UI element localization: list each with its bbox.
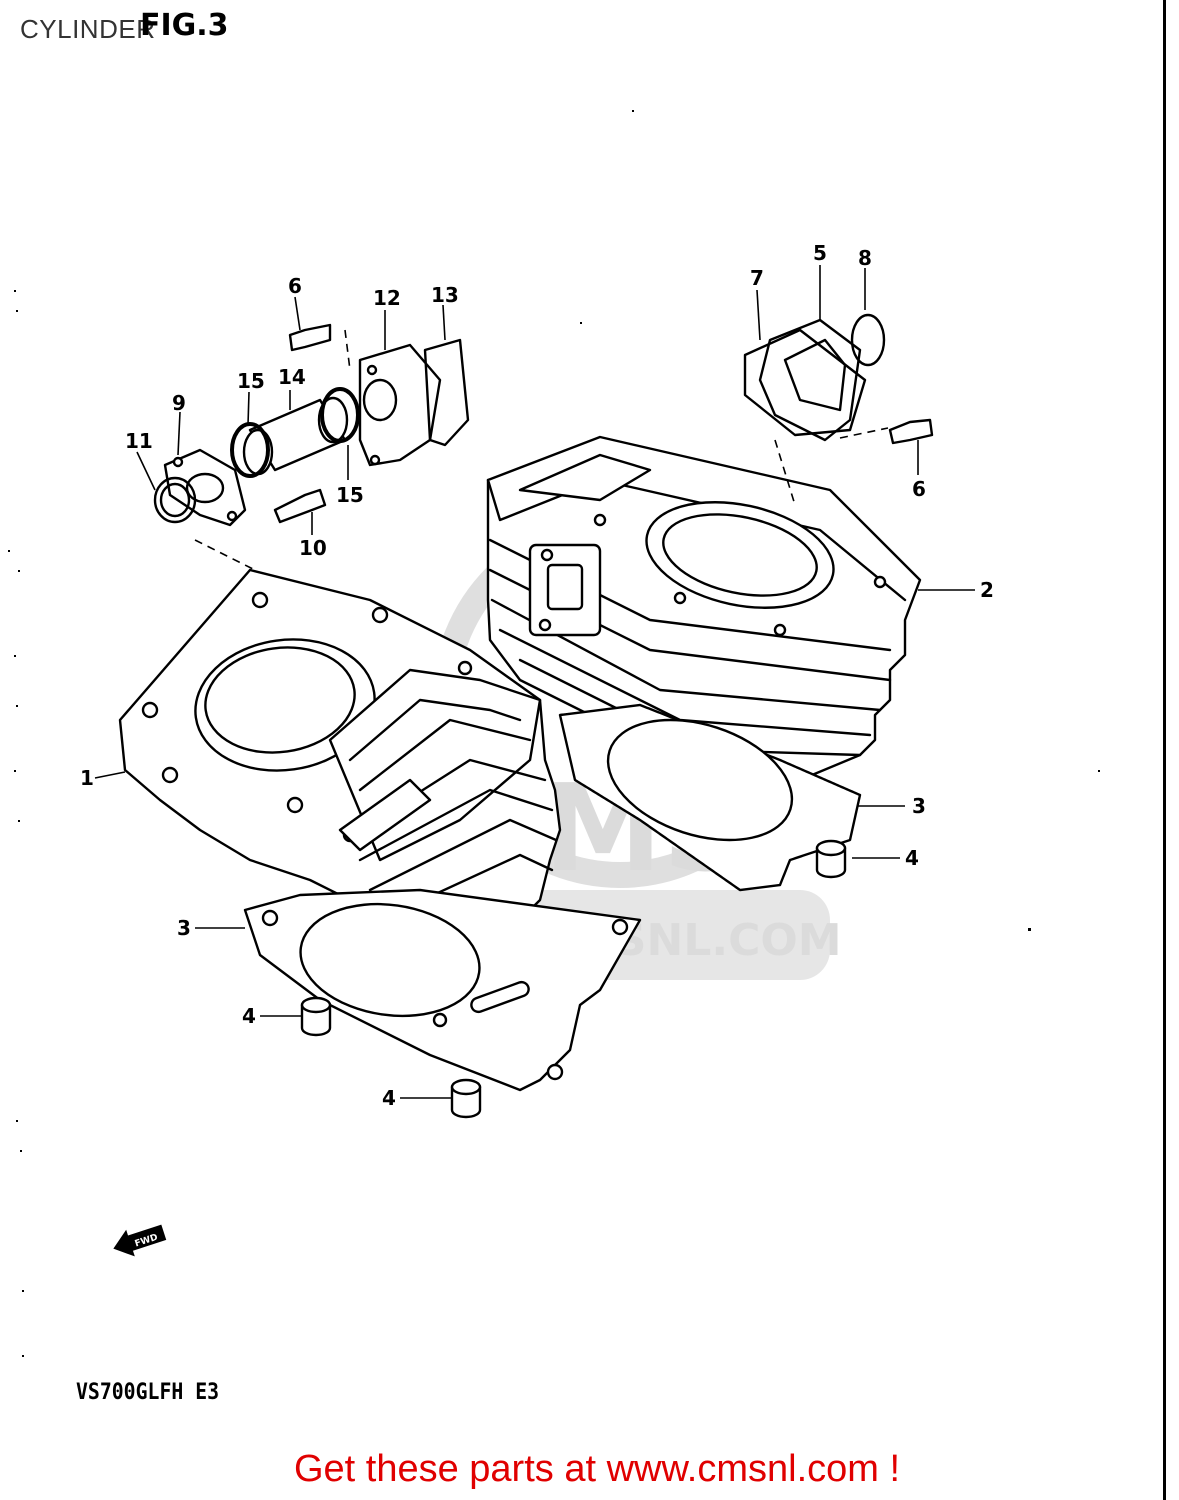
fwd-arrow-icon: FWD: [113, 1224, 167, 1257]
callout-4-c: 4: [905, 846, 919, 870]
callout-15-left: 15: [237, 369, 265, 393]
rear-base-gasket: [558, 703, 862, 892]
dowel-pin: [450, 1078, 482, 1119]
leader-lines: [94, 265, 975, 1099]
callout-9: 9: [172, 391, 186, 415]
callout-8: 8: [858, 246, 872, 270]
callout-5: 5: [813, 241, 827, 265]
callout-13: 13: [431, 283, 459, 307]
gasket-7: [743, 328, 867, 437]
bolt-6: [288, 323, 332, 352]
o-ring-11: [153, 476, 197, 524]
callout-4-a: 4: [242, 1004, 256, 1028]
dowel-pin: [815, 839, 847, 879]
inlet-flange-9: [163, 448, 247, 527]
model-code: VS700GLFH E3: [76, 1380, 220, 1405]
hose-clamp-15: [230, 387, 360, 478]
callout-12: 12: [373, 286, 401, 310]
cta-link[interactable]: Get these parts at www.cmsnl.com !: [293, 1448, 901, 1490]
figure-label: FIG.3: [140, 8, 229, 43]
assembly-lines: [194, 329, 889, 571]
cover-12: [358, 343, 442, 467]
gasket-13: [423, 338, 470, 447]
callout-14: 14: [278, 365, 306, 389]
callout-1: 1: [80, 766, 94, 790]
callout-15-right: 15: [336, 483, 364, 507]
callout-labels: 1 2 3 3 4 4 4 5 6 6 7 8 9 10 11 12 13 14…: [80, 241, 994, 1110]
bolt-6b: [888, 418, 934, 445]
dowel-pin: [300, 996, 332, 1037]
callout-3-front: 3: [177, 916, 191, 940]
callout-3-rear: 3: [912, 794, 926, 818]
scan-specks: [8, 110, 1100, 1357]
exploded-parts-diagram: CMS WWW.CMSNL.COM: [8, 110, 1100, 1357]
bolt-10: [273, 488, 327, 524]
callout-2: 2: [980, 578, 994, 602]
cover-5: [758, 318, 862, 442]
o-ring-8: [850, 313, 886, 367]
diagram-title: CYLINDER: [20, 14, 156, 44]
rear-cylinder: [486, 435, 922, 792]
front-cylinder: [118, 568, 562, 942]
page-right-border: [1163, 0, 1166, 1500]
callout-10: 10: [299, 536, 327, 560]
callout-4-b: 4: [382, 1086, 396, 1110]
callout-6-left: 6: [288, 274, 302, 298]
callout-7: 7: [750, 266, 764, 290]
callout-6-right: 6: [912, 477, 926, 501]
callout-11: 11: [125, 429, 153, 453]
front-base-gasket: [243, 888, 642, 1092]
